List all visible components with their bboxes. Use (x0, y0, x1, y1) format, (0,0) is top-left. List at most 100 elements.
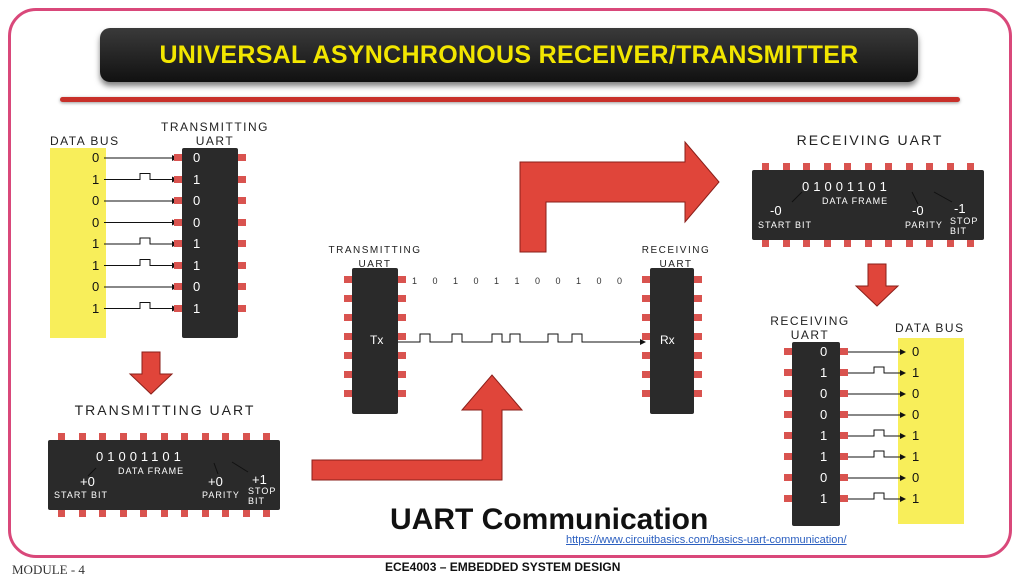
chip-pin (784, 390, 792, 397)
bottom-to-center-arrow (311, 374, 524, 481)
stream-bit: 1 (412, 276, 418, 286)
chip-pin (344, 276, 352, 283)
left-down-arrow (128, 351, 174, 395)
chip-pin (784, 495, 792, 502)
slide-title: UNIVERSAL ASYNCHRONOUS RECEIVER/TRANSMIT… (159, 40, 859, 69)
right-chip-bit: 1 (820, 365, 828, 380)
chip-pin (905, 163, 913, 170)
chip-pin (238, 218, 246, 226)
chip-pin (967, 163, 974, 170)
chip-pin (58, 510, 65, 517)
right-bus-bit: 1 (912, 365, 920, 380)
rx-stop-label: STOP BIT (950, 216, 979, 236)
chip-pin (263, 510, 270, 517)
right-bit-arrowhead (900, 412, 906, 418)
right-chip-bit: 1 (820, 491, 828, 506)
chip-pin (344, 295, 352, 302)
right-bit-arrowhead (900, 454, 906, 460)
chip-pin (238, 261, 246, 269)
source-link[interactable]: https://www.circuitbasics.com/basics-uar… (566, 534, 847, 546)
center-tx-label: TRANSMITTING UART (328, 245, 422, 270)
chip-pin (823, 240, 831, 247)
stream-bit: 1 (453, 276, 459, 286)
left-bit-pulse-wire (104, 259, 176, 266)
left-bus-bit: 0 (92, 150, 100, 165)
left-bus-bit: 1 (92, 257, 100, 273)
right-bit-arrowhead (900, 433, 906, 439)
chip-pin (201, 433, 209, 440)
chip-pin (946, 240, 954, 247)
rx-data-frame-label: DATA FRAME (822, 196, 889, 206)
chip-pin (238, 197, 246, 204)
chip-pin (762, 163, 769, 170)
right-data-bus-label: DATA BUS (895, 321, 965, 335)
right-bus-bit: 0 (912, 344, 920, 359)
chip-pin (78, 433, 86, 440)
chip-pin (263, 433, 270, 440)
chip-pin (238, 304, 246, 312)
chip-pin (844, 240, 851, 247)
left-bus-bit: 1 (92, 300, 100, 316)
tx-parity-arrow (213, 462, 219, 475)
right-bit-arrowhead (900, 496, 906, 502)
chip-pin (242, 433, 250, 440)
right-bus-bit: 1 (912, 449, 920, 464)
chip-pin (99, 433, 106, 440)
chip-pin (840, 369, 848, 376)
chip-pin (864, 163, 872, 170)
chip-pin (967, 240, 974, 247)
rx-start-label: START BIT (758, 220, 813, 230)
chip-pin (784, 348, 792, 355)
rx-frame-label: RECEIVING UART (796, 132, 944, 148)
chip-pin (840, 453, 848, 460)
chip-pin (238, 240, 246, 247)
chip-pin (864, 240, 872, 247)
left-chip-bit: 1 (193, 236, 201, 251)
chip-pin (78, 510, 86, 517)
chip-pin (694, 333, 702, 340)
footer-module: MODULE - 4 (12, 562, 85, 577)
center-rx-label: RECEIVING UART (641, 245, 711, 270)
rx-pin-label: Rx (660, 333, 675, 347)
stream-bit: 1 (576, 276, 582, 286)
chip-pin (174, 197, 182, 204)
stream-bit: 0 (535, 276, 541, 286)
chip-pin (784, 369, 792, 376)
chip-pin (160, 433, 168, 440)
left-bus-bit: 1 (92, 171, 100, 187)
tx-data-frame-label: DATA FRAME (118, 466, 185, 476)
chip-pin (398, 276, 406, 283)
chip-pin (784, 432, 792, 439)
tx-start-value: +0 (80, 474, 95, 489)
right-chip-bit: 0 (820, 407, 828, 422)
left-data-bus (50, 148, 106, 338)
center-rx-chip (650, 268, 694, 414)
right-bit-pulse-wire (848, 429, 904, 437)
chip-pin (694, 295, 702, 302)
chip-pin (642, 352, 650, 359)
left-bus-bit: 1 (92, 236, 100, 251)
rx-start-value: -0 (770, 203, 782, 218)
tx-frame-bits: 01001101 (96, 449, 185, 464)
right-bit-arrowhead (900, 391, 906, 397)
chip-pin (140, 433, 147, 440)
chip-pin (803, 240, 810, 247)
stream-bit: 1 (514, 276, 520, 286)
chip-pin (174, 261, 182, 269)
right-chip-bit: 0 (820, 470, 828, 485)
title-banner: UNIVERSAL ASYNCHRONOUS RECEIVER/TRANSMIT… (100, 28, 918, 82)
chip-pin (160, 510, 168, 517)
left-transmitting-uart-label: TRANSMITTING UART (161, 120, 269, 148)
left-data-bus-label: DATA BUS (50, 134, 120, 148)
left-chip-bit: 1 (193, 171, 201, 187)
tx-start-arrow (87, 467, 97, 477)
tx-frame-label: TRANSMITTING UART (74, 402, 256, 418)
left-chip-bit: 0 (193, 150, 201, 165)
chip-pin (181, 510, 188, 517)
chip-pin (174, 154, 182, 161)
chip-pin (840, 390, 848, 397)
right-bus-bit: 0 (912, 386, 920, 401)
chip-pin (174, 240, 182, 247)
chip-pin (642, 295, 650, 302)
rx-parity-label: PARITY (905, 220, 943, 230)
